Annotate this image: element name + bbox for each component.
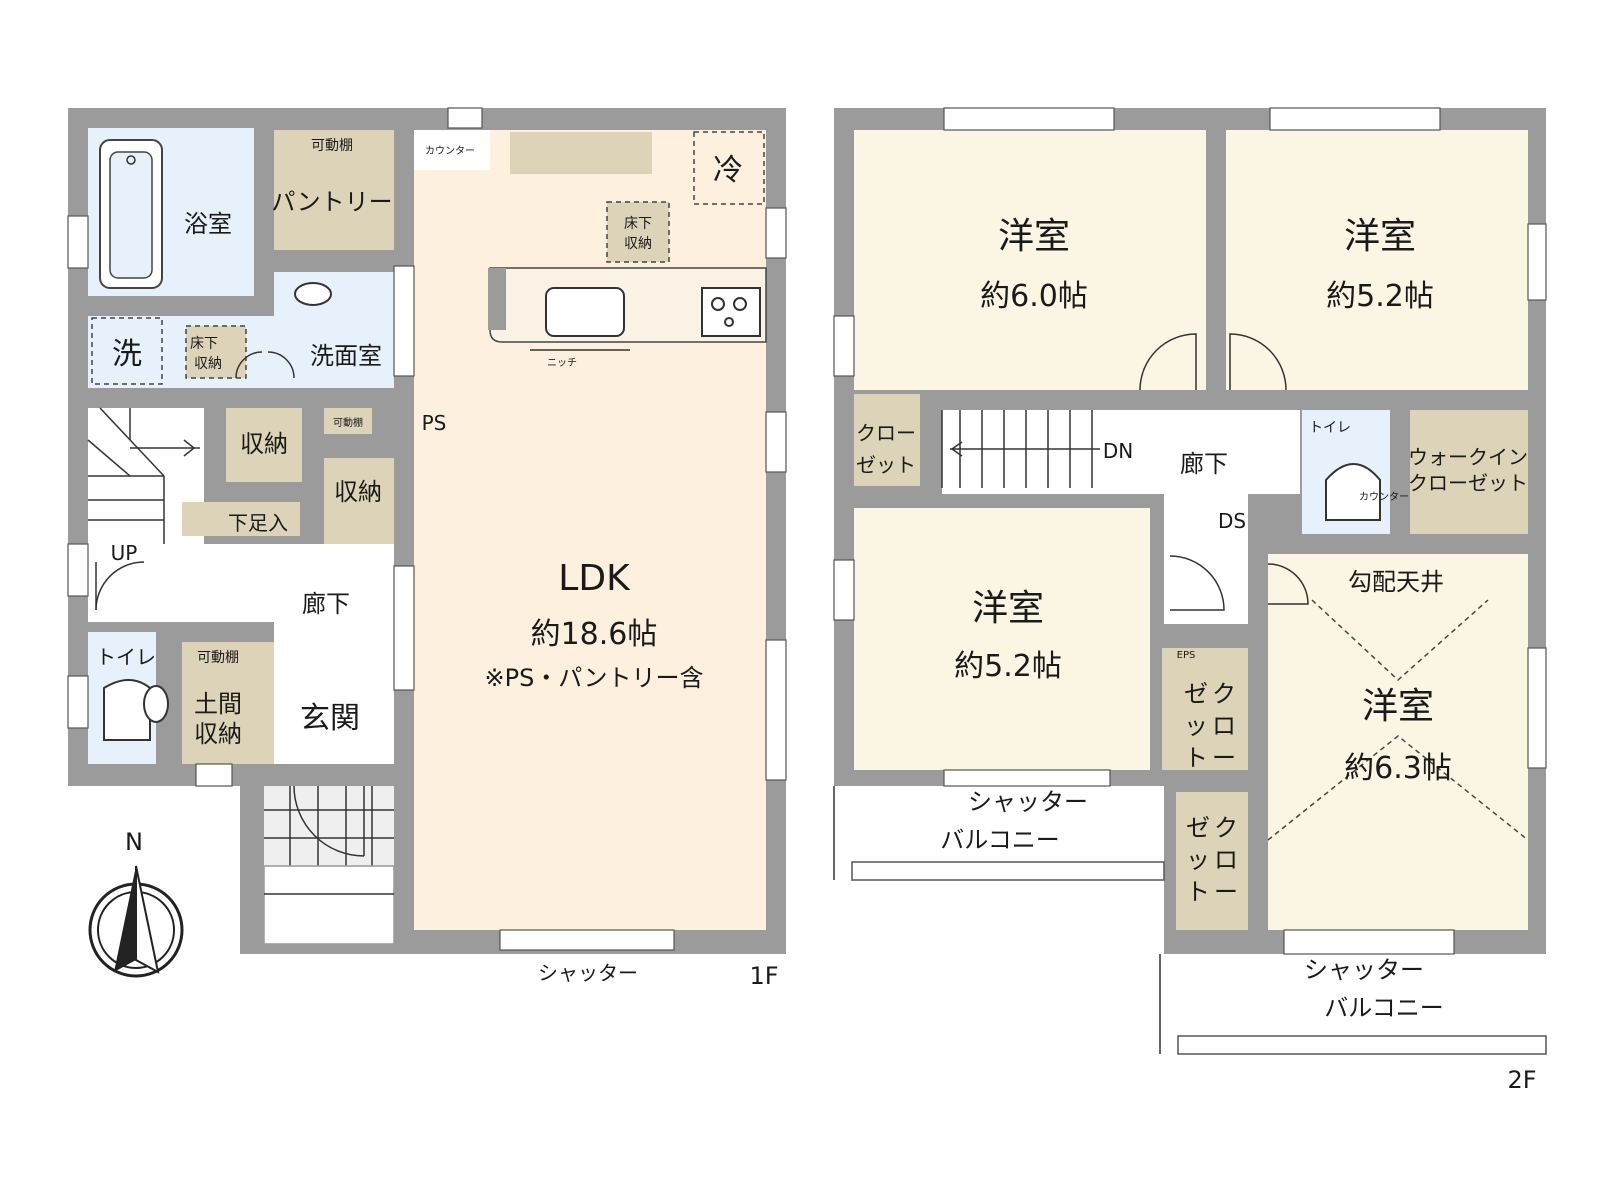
label-ldk-size: 約18.6帖 xyxy=(531,617,658,652)
label-toilet-2f: トイレ xyxy=(1309,420,1351,436)
label-closet-c-2: ロ xyxy=(1214,846,1238,874)
label-shutter-1f: シャッター xyxy=(538,961,638,985)
label-closet-b-3: ー xyxy=(1212,744,1236,772)
room-a xyxy=(854,130,1206,390)
label-pantry: パントリー xyxy=(271,188,392,216)
storage-1 xyxy=(226,408,302,482)
label-doma-1: 土間 xyxy=(194,690,242,718)
label-walkin-1: ウォークイン xyxy=(1408,445,1528,469)
label-floor-2: 2F xyxy=(1507,1066,1536,1094)
label-room-c-size: 約5.2帖 xyxy=(954,649,1062,684)
label-room-a: 洋室 xyxy=(998,216,1070,257)
label-ldk: LDK xyxy=(558,558,631,599)
label-counter-1f: カウンター xyxy=(425,145,475,157)
hallway-2f xyxy=(942,410,1300,494)
label-pantry-shelf: 可動棚 xyxy=(311,138,353,154)
label-eps: EPS xyxy=(1177,650,1196,661)
label-closet-c-1: ク xyxy=(1214,814,1238,842)
label-balcony-2: バルコニー xyxy=(1324,994,1444,1022)
label-room-d: 洋室 xyxy=(1362,686,1434,727)
label-counter-2f: カウンター xyxy=(1359,491,1409,503)
label-closet-b-1: ク xyxy=(1212,680,1236,708)
label-underfloor-wash-2: 収納 xyxy=(194,356,222,372)
storage-2 xyxy=(324,458,394,544)
label-up: UP xyxy=(111,541,138,565)
label-ldk-note: ※PS・パントリー含 xyxy=(484,664,703,692)
room-c xyxy=(854,508,1150,770)
label-room-d-size: 約6.3帖 xyxy=(1344,751,1452,786)
label-sloped-ceiling: 勾配天井 xyxy=(1348,568,1444,596)
label-doma-shelf: 可動棚 xyxy=(197,650,239,666)
sink-icon xyxy=(545,287,625,337)
label-closet-b-6: ト xyxy=(1184,744,1208,772)
ldk-room xyxy=(414,130,766,930)
label-walkin-2: クローゼット xyxy=(1408,471,1528,495)
label-storage-1: 収納 xyxy=(240,430,288,458)
closet-a xyxy=(854,394,920,486)
label-balcony-1: バルコニー xyxy=(940,826,1060,854)
label-niche: ニッチ xyxy=(547,357,577,369)
label-north: N xyxy=(125,828,143,856)
label-floor-1: 1F xyxy=(749,962,778,990)
room-d xyxy=(1268,554,1528,930)
label-ds: DS xyxy=(1218,509,1246,533)
label-washer: 洗 xyxy=(112,337,142,372)
label-storage-2: 収納 xyxy=(334,478,382,506)
label-closet-c-3: ー xyxy=(1214,878,1238,906)
label-underfloor-wash-1: 床下 xyxy=(190,336,218,352)
floor-1 xyxy=(67,107,787,954)
label-ps: PS xyxy=(422,411,447,435)
floor-2 xyxy=(833,107,1547,1055)
washer-space xyxy=(91,317,163,385)
label-dn: DN xyxy=(1103,439,1133,463)
label-closet-c-4: ゼ xyxy=(1186,814,1210,842)
label-shoe: 下足入 xyxy=(228,511,288,535)
label-closet-a-1: クロー xyxy=(856,421,916,445)
doma-storage xyxy=(182,642,274,764)
fridge-space xyxy=(693,131,765,205)
label-bath: 浴室 xyxy=(184,210,232,238)
label-closet-b-5: ッ xyxy=(1184,712,1208,740)
label-closet-b-2: ロ xyxy=(1212,712,1236,740)
label-underfloor-kitchen-1: 床下 xyxy=(624,216,652,232)
label-room-a-size: 約6.0帖 xyxy=(980,279,1088,314)
label-underfloor-kitchen-2: 収納 xyxy=(624,236,652,252)
compass xyxy=(88,865,184,978)
label-fridge: 冷 xyxy=(713,153,743,188)
label-closet-b-4: ゼ xyxy=(1184,680,1208,708)
label-shutter-2f-1: シャッター xyxy=(968,788,1088,816)
entrance xyxy=(274,666,394,764)
label-hall-2f: 廊下 xyxy=(1180,450,1228,478)
label-room-b: 洋室 xyxy=(1344,216,1416,257)
label-doma-2: 収納 xyxy=(194,720,242,748)
label-closet-c-5: ッ xyxy=(1186,846,1210,874)
label-toilet-1f: トイレ xyxy=(96,645,156,669)
room-b xyxy=(1226,130,1528,390)
label-closet-a-2: ゼット xyxy=(856,453,916,477)
closet-b xyxy=(1162,648,1248,770)
north-arrow-icon xyxy=(114,866,136,972)
label-hall-1f: 廊下 xyxy=(302,590,350,618)
label-washroom: 洗面室 xyxy=(310,342,382,370)
label-entrance: 玄関 xyxy=(300,701,360,736)
closet-c xyxy=(1176,792,1248,930)
pantry xyxy=(274,130,394,250)
basin-icon xyxy=(294,282,332,306)
label-room-b-size: 約5.2帖 xyxy=(1326,279,1434,314)
shoe-storage xyxy=(182,502,300,536)
stove-icon xyxy=(701,287,761,337)
label-closet-c-6: ト xyxy=(1186,878,1210,906)
label-shelf-2: 可動棚 xyxy=(333,416,363,429)
hallway-1f xyxy=(88,544,394,622)
walkin-closet xyxy=(1410,410,1528,534)
label-room-c: 洋室 xyxy=(972,588,1044,629)
label-shutter-2f-2: シャッター xyxy=(1304,956,1424,984)
